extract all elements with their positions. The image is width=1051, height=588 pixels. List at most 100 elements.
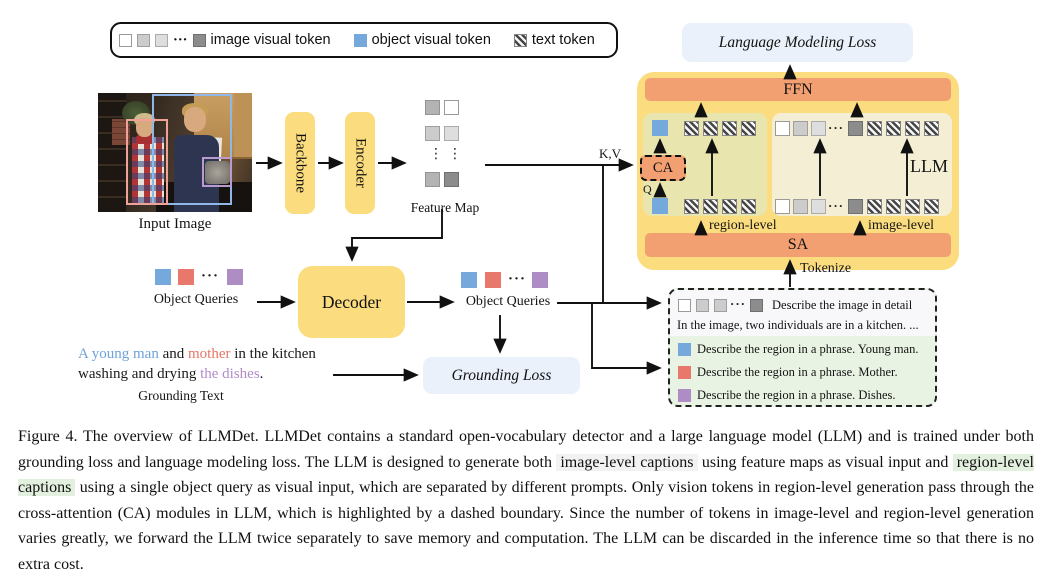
object-query-token (532, 272, 548, 288)
photo-shelf (98, 93, 126, 212)
image-token (811, 199, 826, 214)
input-image-label: Input Image (138, 216, 212, 232)
decoder-block: Decoder (298, 266, 405, 338)
ffn-label: FFN (783, 80, 813, 98)
text-token (867, 121, 882, 136)
text-segment: . (259, 366, 264, 382)
sa-label: SA (787, 236, 809, 253)
encoder-label: Encoder (352, 138, 369, 188)
vertical-ellipsis: ⋮ (429, 146, 443, 162)
image-token (775, 121, 790, 136)
text-segment: and (162, 346, 189, 362)
object-query-token (678, 389, 691, 402)
bbox-dishes (202, 157, 232, 187)
image-token (793, 199, 808, 214)
object-query-token (652, 198, 668, 214)
object-query-token (461, 272, 477, 288)
photo-dishes (205, 161, 230, 184)
text-token (684, 199, 699, 214)
encoder-block: Encoder (345, 112, 375, 214)
text-token (886, 121, 901, 136)
tokenize-label: Tokenize (800, 261, 852, 276)
ellipsis: ··· (730, 296, 747, 311)
object-queries-label: Object Queries (153, 292, 239, 307)
text-token (905, 121, 920, 136)
photo-woman-scarf (136, 135, 154, 144)
token-legend: ··· image visual token object visual tok… (110, 22, 618, 58)
feature-map-token (425, 100, 440, 115)
object-query-token (678, 366, 691, 379)
text-segment: in the kitchen washing and drying (78, 346, 316, 382)
region-prompt-text: Describe the region in a phrase. Young m… (697, 342, 919, 356)
text-token (703, 121, 718, 136)
text-token (684, 121, 699, 136)
q-label: Q (643, 182, 652, 196)
text-token (924, 199, 939, 214)
ellipsis: ··· (508, 271, 527, 287)
ffn-bar: FFN (645, 78, 951, 101)
text-token (905, 199, 920, 214)
grounding-loss-box: Grounding Loss (423, 357, 580, 394)
image-token (696, 299, 709, 312)
image-token-icon (119, 33, 132, 47)
decoder-label: Decoder (321, 291, 382, 312)
image-token (714, 299, 727, 312)
object-query-token (227, 269, 243, 285)
photo-woman-plaid-shirt (132, 137, 164, 203)
input-image-photo (98, 93, 252, 212)
grounding-text-label: Grounding Text (138, 388, 224, 403)
figure-caption: Figure 4. The overview of LLMDet. LLMDet… (18, 424, 1034, 577)
grounding-text: A young man and mother in the kitchen wa… (78, 344, 356, 384)
photo-man-head (184, 107, 206, 132)
ellipsis: ··· (828, 120, 845, 135)
image-token (678, 299, 691, 312)
arrow-featuremap-to-decoder (345, 209, 443, 262)
image-token-icon (192, 33, 206, 47)
text-segment: A young man (78, 346, 163, 362)
image-token-icon (137, 33, 150, 47)
language-modeling-loss-box: Language Modeling Loss (682, 23, 913, 62)
bbox-young-man (152, 94, 232, 205)
text-token (741, 121, 756, 136)
llm-label: LLM (910, 156, 948, 176)
text-segment: image-level captions (556, 453, 698, 471)
feature-map-token (444, 126, 459, 141)
image-token (811, 121, 826, 136)
ca-label: CA (652, 159, 674, 176)
image-token (775, 199, 790, 214)
ellipsis: ··· (201, 268, 220, 284)
vertical-ellipsis: ⋮ (448, 146, 462, 162)
text-token (722, 199, 737, 214)
object-token-icon (353, 33, 367, 47)
image-token-icon (155, 33, 168, 47)
grounding-loss-label: Grounding Loss (451, 366, 552, 384)
text-token (924, 121, 939, 136)
region-prompt-text: Describe the region in a phrase. Dishes. (697, 388, 896, 402)
object-query-token (652, 120, 668, 136)
ellipsis: ··· (828, 198, 845, 213)
feature-map-label: Feature Map (410, 200, 480, 215)
text-token (722, 121, 737, 136)
image-token (793, 121, 808, 136)
text-token-icon (513, 33, 527, 47)
feature-map-token (425, 126, 440, 141)
image-token (848, 199, 863, 214)
language-modeling-loss-label: Language Modeling Loss (718, 33, 877, 51)
image-prompt-section (670, 290, 935, 336)
ellipsis: ··· (173, 31, 188, 48)
legend-label-image-token: image visual token (210, 32, 331, 48)
object-query-token (155, 269, 171, 285)
text-segment: using a single object query as visual in… (18, 479, 1034, 573)
legend-label-text-token: text token (531, 32, 595, 48)
feature-map-token (444, 172, 459, 187)
kv-label: K,V (599, 146, 622, 161)
prompt-box: ··· Describe the image in detail In the … (668, 288, 937, 407)
image-prompt-text: Describe the image in detail (772, 298, 913, 312)
text-segment: mother (188, 346, 235, 362)
object-query-token (485, 272, 501, 288)
legend-label-object-token: object visual token (371, 32, 491, 48)
region-level-label: region-level (709, 218, 777, 233)
bbox-mother (126, 119, 168, 205)
text-token (886, 199, 901, 214)
